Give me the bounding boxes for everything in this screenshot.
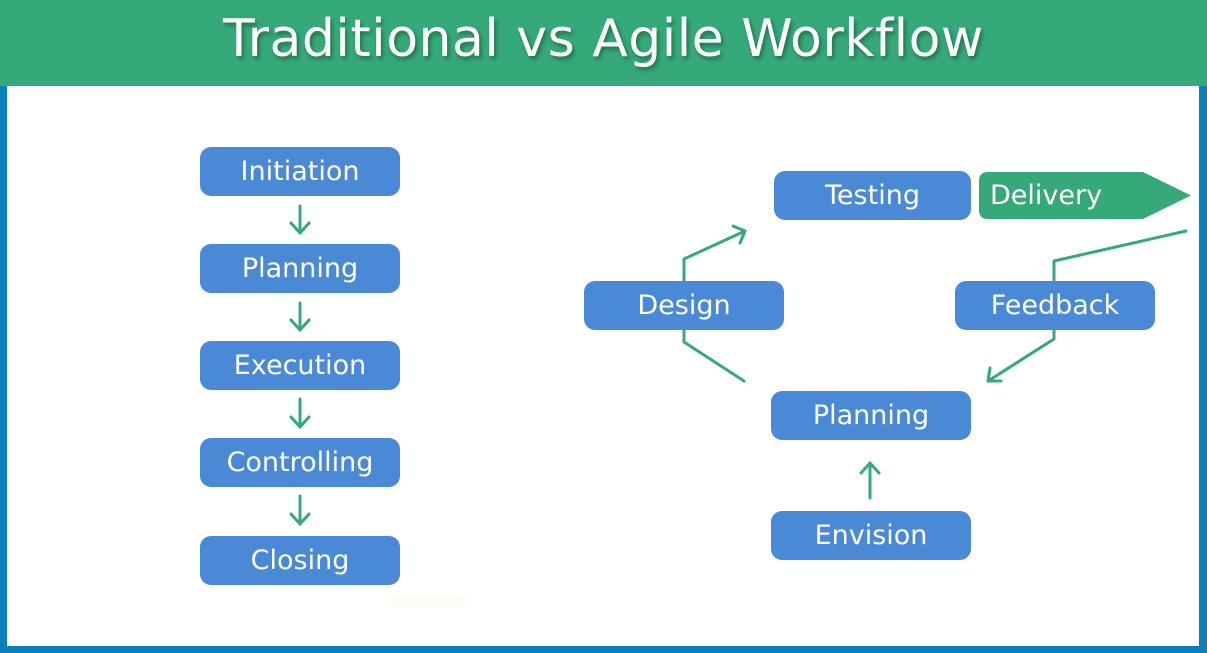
connector-arrows xyxy=(289,204,1188,526)
traditional-step-initiation: Initiation xyxy=(200,147,400,196)
step-label: Design xyxy=(637,290,731,321)
step-label: Planning xyxy=(241,253,359,284)
agile-step-envision: Envision xyxy=(771,511,971,560)
diagram-canvas: Initiation Planning Execution Controllin… xyxy=(7,86,1199,646)
planning-to-design-line xyxy=(682,327,746,383)
agile-step-testing: Testing xyxy=(774,171,971,220)
step-label: Closing xyxy=(250,545,350,576)
feedback-to-planning-arrow xyxy=(986,327,1056,383)
step-label: Execution xyxy=(233,350,367,381)
step-label: Planning xyxy=(812,400,930,431)
arrow-down-icon xyxy=(289,397,311,429)
step-label: Delivery xyxy=(990,180,1103,211)
header-banner: Traditional vs Agile Workflow xyxy=(0,0,1207,86)
delivery-arrow-shape xyxy=(979,172,1191,219)
step-label: Testing xyxy=(825,180,920,211)
traditional-step-execution: Execution xyxy=(200,341,400,390)
agile-step-design: Design xyxy=(584,281,784,330)
agile-delivery-tag: Delivery xyxy=(978,171,1193,220)
page-title: Traditional vs Agile Workflow xyxy=(223,9,984,69)
agile-step-feedback: Feedback xyxy=(955,281,1155,330)
step-label: Initiation xyxy=(240,156,360,187)
arrow-down-icon xyxy=(289,301,311,332)
arrow-down-icon xyxy=(289,204,311,235)
traditional-step-controlling: Controlling xyxy=(200,438,400,487)
decorative-glow xyxy=(387,596,467,608)
traditional-step-planning: Planning xyxy=(200,244,400,293)
traditional-step-closing: Closing xyxy=(200,536,400,585)
step-label: Controlling xyxy=(226,447,374,478)
arrow-down-icon xyxy=(289,494,311,526)
design-to-testing-arrow xyxy=(682,229,747,283)
agile-step-planning: Planning xyxy=(771,391,971,440)
step-label: Feedback xyxy=(990,290,1120,321)
arrow-up-icon xyxy=(859,461,881,500)
step-label: Envision xyxy=(814,520,928,551)
testing-to-feedback-line xyxy=(1052,229,1188,283)
